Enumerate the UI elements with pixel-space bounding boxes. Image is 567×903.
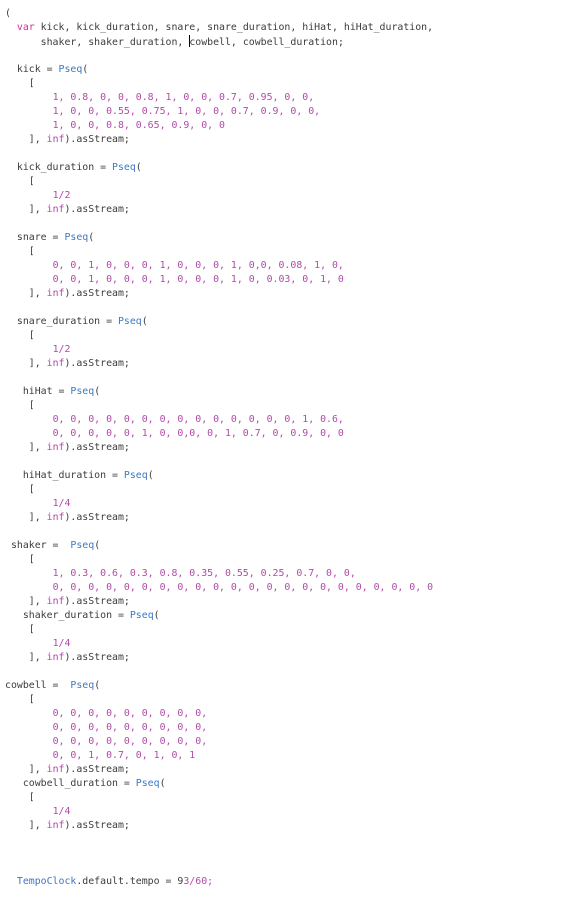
code-line: ], inf).asStream; bbox=[5, 764, 130, 775]
number-token: 0, 0, 0, 0, 0, 0, 0, 0, 0, bbox=[52, 722, 208, 733]
code-line: 1/4 bbox=[5, 637, 71, 651]
class-token: TempoClock bbox=[16, 876, 77, 887]
code-line: 1/4 bbox=[5, 497, 71, 511]
number-token: 1, 0, 0, 0.8, 0.65, 0.9, 0, 0 bbox=[52, 120, 225, 131]
code-line: [ bbox=[5, 554, 35, 565]
number-token: inf bbox=[46, 288, 65, 299]
code-line: [ bbox=[5, 792, 35, 803]
code-line: shaker, shaker_duration, cowbell, cowbel… bbox=[5, 35, 344, 48]
code-line: ], inf).asStream; bbox=[5, 204, 130, 215]
number-token: inf bbox=[46, 652, 65, 663]
code-line: ], inf).asStream; bbox=[5, 596, 130, 607]
code-line: hiHat = Pseq( bbox=[5, 386, 101, 397]
code-line: [ bbox=[5, 246, 35, 257]
code-line: 0, 0, 0, 0, 0, 0, 0, 0, 0, 0, 0, 0, 0, 0… bbox=[5, 581, 434, 595]
class-token: Pseq bbox=[123, 470, 148, 481]
code-line: [ bbox=[5, 176, 35, 187]
class-token: Pseq bbox=[129, 610, 154, 621]
code-line: 0, 0, 0, 0, 0, 0, 0, 0, 0, 0, 0, 0, 0, 0… bbox=[5, 413, 344, 427]
number-token: 0, 0, 0, 0, 0, 0, 0, 0, 0, 0, 0, 0, 0, 0… bbox=[52, 582, 434, 593]
class-token: Pseq bbox=[112, 162, 136, 173]
code-line: 0, 0, 0, 0, 0, 1, 0, 0,0, 0, 1, 0.7, 0, … bbox=[5, 427, 344, 441]
code-line: ], inf).asStream; bbox=[5, 512, 130, 523]
code-line: kick = Pseq( bbox=[5, 64, 89, 75]
code-line: TempoClock.default.tempo = 93/60; bbox=[16, 876, 214, 887]
code-line: 0, 0, 0, 0, 0, 0, 0, 0, 0, bbox=[5, 721, 208, 735]
number-token: inf bbox=[46, 442, 65, 453]
class-token: Pseq bbox=[135, 778, 160, 789]
number-token: 0, 0, 1, 0, 0, 0, 1, 0, 0, 0, 1, 0,0, 0.… bbox=[52, 260, 344, 271]
text-caret bbox=[189, 35, 191, 47]
class-token: Pseq bbox=[58, 64, 83, 75]
number-token: inf bbox=[46, 596, 65, 607]
number-token: inf bbox=[46, 204, 65, 215]
number-token: 1, 0, 0, 0.55, 0.75, 1, 0, 0, 0.7, 0.9, … bbox=[52, 106, 321, 117]
code-line: 1/4 bbox=[5, 805, 71, 819]
code-line: [ bbox=[5, 78, 35, 89]
number-token: 1/2 bbox=[52, 190, 71, 201]
code-line: ], inf).asStream; bbox=[5, 134, 130, 145]
number-token: 1/4 bbox=[52, 638, 71, 649]
code-line: shaker_duration = Pseq( bbox=[5, 610, 160, 621]
number-token: 0, 0, 0, 0, 0, 0, 0, 0, 0, bbox=[52, 708, 208, 719]
number-token: 0, 0, 1, 0.7, 0, 1, 0, 1 bbox=[52, 750, 196, 761]
code-line: var kick, kick_duration, snare, snare_du… bbox=[16, 22, 434, 33]
class-token: Pseq bbox=[70, 680, 95, 691]
number-token: 0, 0, 0, 0, 0, 0, 0, 0, 0, bbox=[52, 736, 208, 747]
number-token: inf bbox=[46, 764, 65, 775]
number-token: 1/2 bbox=[52, 344, 71, 355]
code-line: ( bbox=[5, 8, 11, 19]
number-token: inf bbox=[46, 358, 65, 369]
number-token: inf bbox=[46, 512, 65, 523]
code-line: 0, 0, 1, 0, 0, 0, 1, 0, 0, 0, 1, 0, 0.03… bbox=[5, 273, 344, 287]
class-token: Pseq bbox=[70, 386, 95, 397]
number-token: 1, 0.8, 0, 0, 0.8, 1, 0, 0, 0.7, 0.95, 0… bbox=[52, 92, 315, 103]
code-line: snare = Pseq( bbox=[5, 232, 95, 243]
code-line: cowbell_duration = Pseq( bbox=[5, 778, 166, 789]
code-line: 1/2 bbox=[5, 189, 71, 203]
code-line: [ bbox=[5, 694, 35, 705]
code-line: 1, 0, 0, 0.8, 0.65, 0.9, 0, 0 bbox=[5, 119, 225, 133]
code-line: 1, 0.8, 0, 0, 0.8, 1, 0, 0, 0.7, 0.95, 0… bbox=[5, 91, 315, 105]
number-token: 1/4 bbox=[52, 498, 71, 509]
code-line: kick_duration = Pseq( bbox=[5, 162, 142, 173]
code-line: snare_duration = Pseq( bbox=[5, 316, 148, 327]
code-line: cowbell = Pseq( bbox=[5, 680, 101, 691]
code-line: 1/2 bbox=[5, 343, 71, 357]
code-line: ], inf).asStream; bbox=[5, 442, 130, 453]
number-token: inf bbox=[46, 134, 65, 145]
code-line: ], inf).asStream; bbox=[5, 820, 130, 831]
number-token: 0, 0, 1, 0, 0, 0, 1, 0, 0, 0, 1, 0, 0.03… bbox=[52, 274, 344, 285]
code-line: [ bbox=[5, 624, 35, 635]
code-line: 0, 0, 1, 0.7, 0, 1, 0, 1 bbox=[5, 749, 196, 763]
code-line: 1, 0.3, 0.6, 0.3, 0.8, 0.35, 0.55, 0.25,… bbox=[5, 567, 356, 581]
code-line: [ bbox=[5, 330, 35, 341]
class-token: Pseq bbox=[64, 232, 89, 243]
number-token: 0, 0, 0, 0, 0, 0, 0, 0, 0, 0, 0, 0, 0, 0… bbox=[52, 414, 344, 425]
code-line: 0, 0, 0, 0, 0, 0, 0, 0, 0, bbox=[5, 735, 208, 749]
code-line: 0, 0, 0, 0, 0, 0, 0, 0, 0, bbox=[5, 707, 208, 721]
number-token: 1, 0.3, 0.6, 0.3, 0.8, 0.35, 0.55, 0.25,… bbox=[52, 568, 356, 579]
number-token: 0, 0, 0, 0, 0, 1, 0, 0,0, 0, 1, 0.7, 0, … bbox=[52, 428, 344, 439]
class-token: Pseq bbox=[117, 316, 142, 327]
code-line: [ bbox=[5, 484, 35, 495]
code-line: shaker = Pseq( bbox=[5, 540, 101, 551]
keyword-token: var bbox=[16, 22, 35, 33]
code-line: ], inf).asStream; bbox=[5, 288, 130, 299]
code-line: hiHat_duration = Pseq( bbox=[5, 470, 154, 481]
code-line: ], inf).asStream; bbox=[5, 652, 130, 663]
number-token: 1/4 bbox=[52, 806, 71, 817]
code-line: [ bbox=[5, 400, 35, 411]
class-token: Pseq bbox=[70, 540, 95, 551]
number-token: 3/60; bbox=[183, 876, 214, 887]
code-line: 1, 0, 0, 0.55, 0.75, 1, 0, 0, 0.7, 0.9, … bbox=[5, 105, 321, 119]
code-line: 0, 0, 1, 0, 0, 0, 1, 0, 0, 0, 1, 0,0, 0.… bbox=[5, 259, 344, 273]
code-line: ], inf).asStream; bbox=[5, 358, 130, 369]
number-token: inf bbox=[46, 820, 65, 831]
